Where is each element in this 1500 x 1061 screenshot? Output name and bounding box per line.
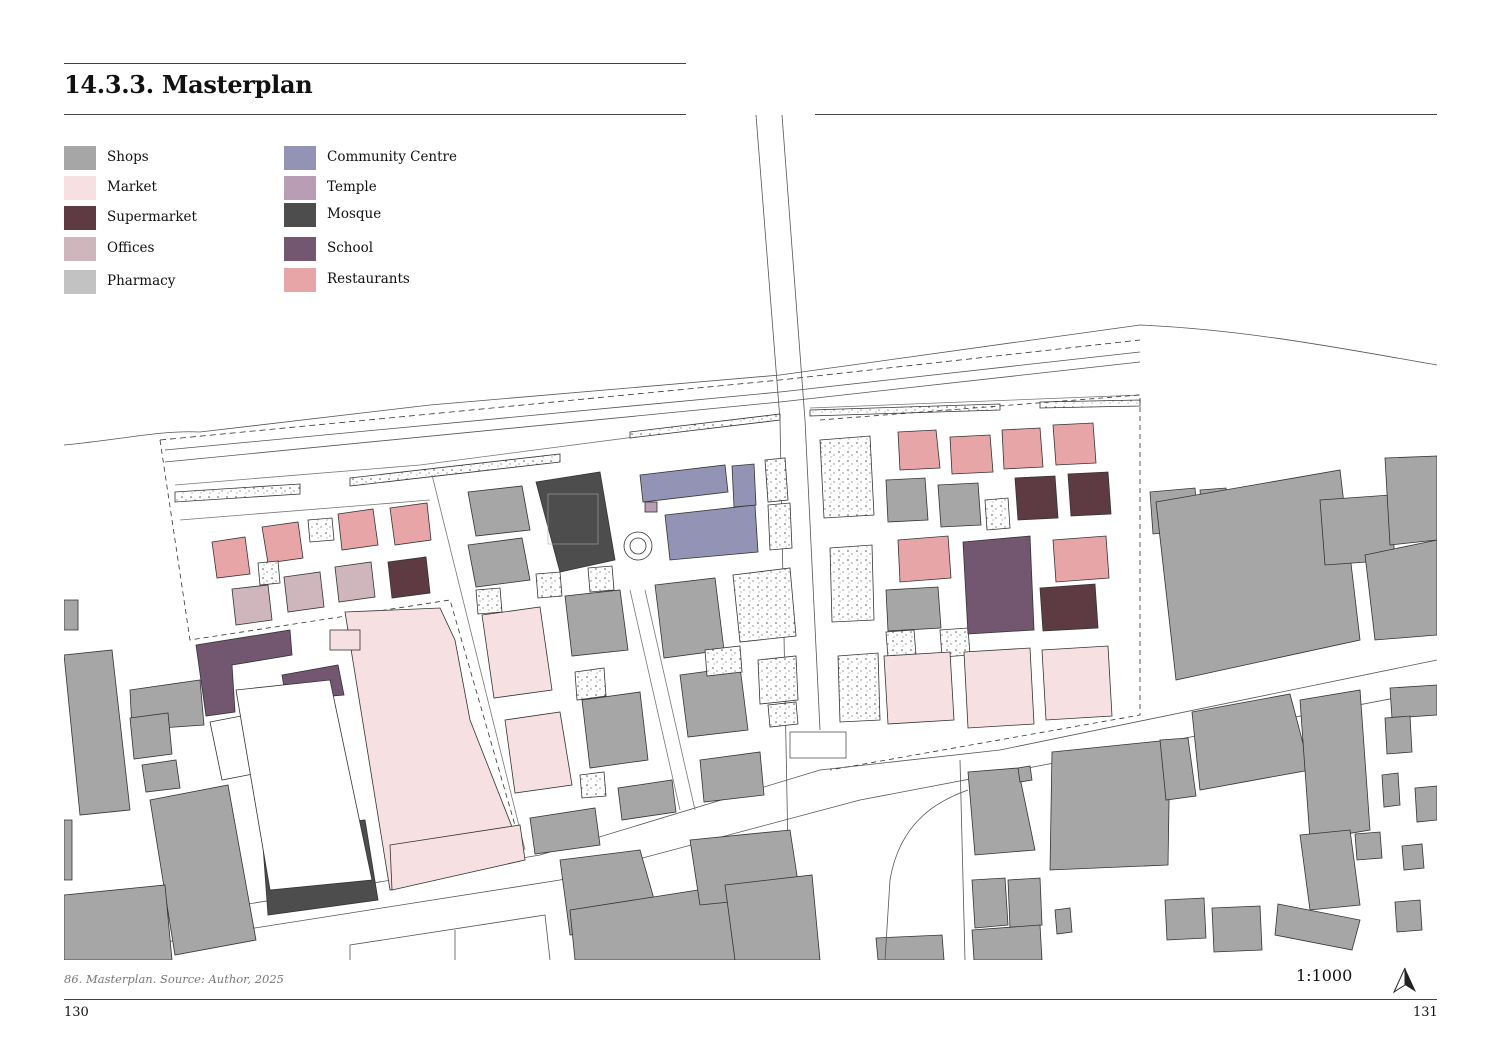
legend-label: Market	[107, 179, 157, 195]
legend-label: Shops	[107, 149, 149, 165]
scale-label: 1:1000	[1296, 966, 1353, 985]
legend-swatch	[284, 203, 316, 227]
top-rule	[64, 63, 686, 64]
legend-label: Mosque	[327, 206, 382, 222]
legend-swatch	[64, 146, 96, 170]
bottom-rule	[64, 999, 1437, 1000]
heading-rule	[64, 114, 686, 115]
legend-label: School	[327, 240, 374, 256]
page-number-right: 131	[1413, 1005, 1438, 1020]
legend-swatch	[284, 176, 316, 200]
legend-label: Supermarket	[107, 209, 197, 225]
right-top-rule	[815, 114, 1437, 115]
legend-swatch	[284, 237, 316, 261]
legend-swatch	[64, 206, 96, 230]
legend-label: Community Centre	[327, 149, 457, 165]
legend-swatch	[64, 237, 96, 261]
legend-label: Temple	[327, 179, 377, 195]
legend-label: Restaurants	[327, 271, 410, 287]
legend-swatch	[64, 176, 96, 200]
legend-swatch	[64, 270, 96, 294]
legend-swatch	[284, 268, 316, 292]
legend-label: Offices	[107, 240, 155, 256]
legend-label: Pharmacy	[107, 273, 176, 289]
page-number-left: 130	[64, 1005, 89, 1020]
legend-swatch	[284, 146, 316, 170]
figure-caption: 86. Masterplan. Source: Author, 2025	[64, 972, 284, 986]
page-title: 14.3.3. Masterplan	[64, 70, 313, 99]
north-arrow-icon	[1393, 967, 1416, 994]
